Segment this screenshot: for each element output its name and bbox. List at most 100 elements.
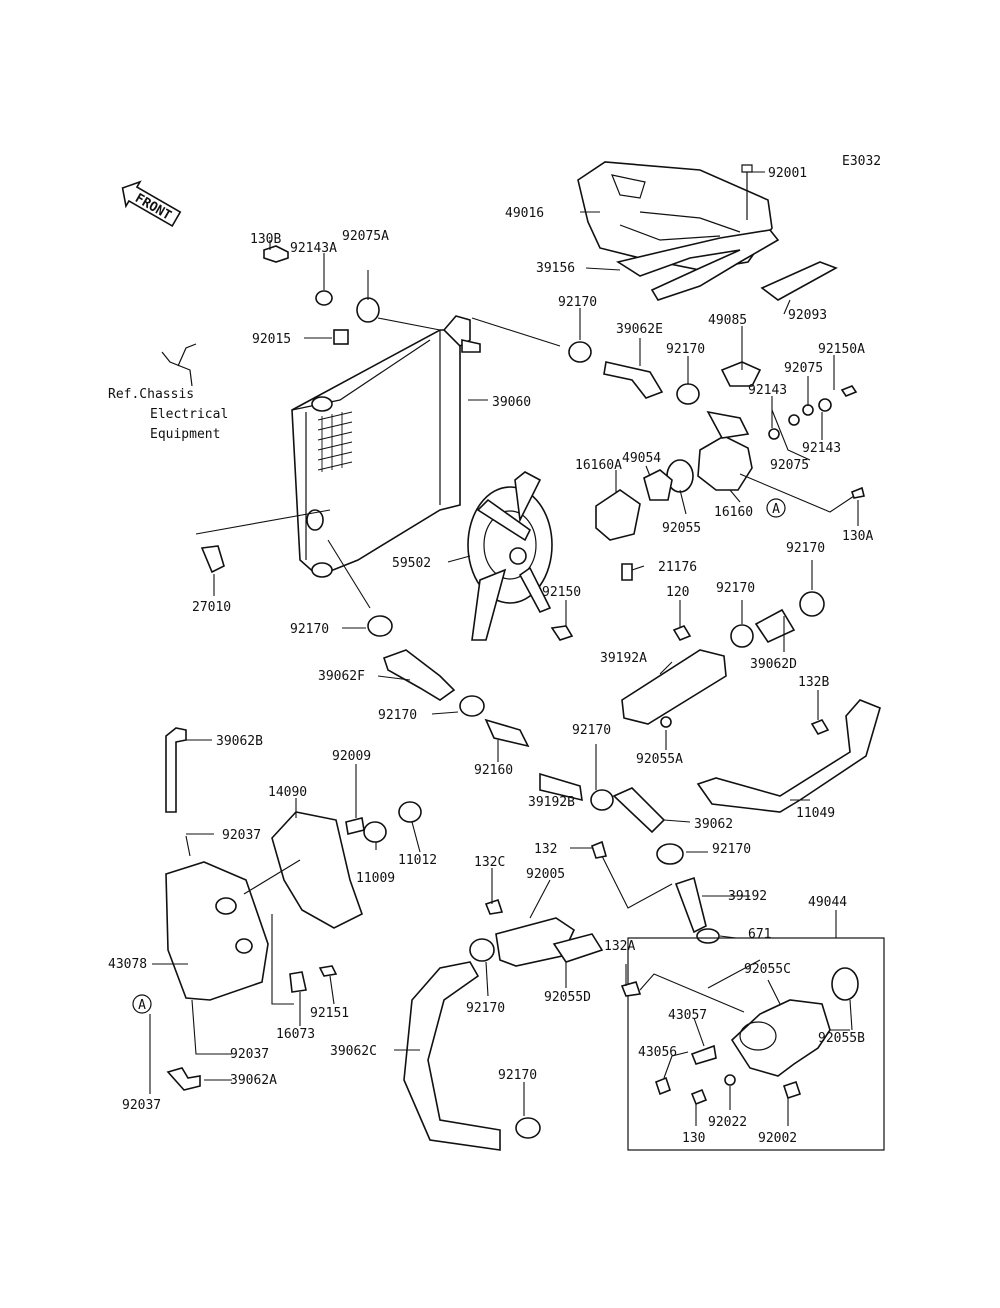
part-label: 92009 <box>332 749 371 764</box>
part-label: 92170 <box>378 708 417 723</box>
part-label: 92075A <box>342 229 389 244</box>
part-label: 132 <box>534 842 557 857</box>
pipe-39192 <box>674 876 707 934</box>
part-label: 49085 <box>708 313 747 328</box>
part-label: 130B <box>250 232 281 247</box>
ref-note-line-3: Equipment <box>150 427 220 442</box>
bolt-130 <box>690 1088 708 1106</box>
bolt-130B <box>263 245 289 263</box>
part-label: 92170 <box>290 622 329 637</box>
part-label: 92055D <box>544 990 591 1005</box>
grommet-92075A <box>356 297 380 323</box>
bolt-132 <box>591 840 608 859</box>
diagram-code: E3032 <box>842 154 881 169</box>
part-label: 43056 <box>638 1045 677 1060</box>
part-label: 11009 <box>356 871 395 886</box>
hose-39062E <box>603 361 664 399</box>
part-label: 92143 <box>802 441 841 456</box>
hose-39062A <box>166 1067 201 1091</box>
part-label: 92160 <box>474 763 513 778</box>
part-label: 27010 <box>192 600 231 615</box>
clamp-92170-c <box>367 615 393 637</box>
part-label: 16160A <box>575 458 622 473</box>
bracket-16073 <box>289 971 307 993</box>
part-label: 132B <box>798 675 829 690</box>
part-label: 92055A <box>636 752 683 767</box>
clamp-92170-g <box>590 789 614 811</box>
clamp-92170-i <box>469 938 495 962</box>
leader-lines <box>149 171 859 1126</box>
part-label: 132C <box>474 855 505 870</box>
callout-a-marker-left: A <box>132 994 152 1014</box>
part-label: 11049 <box>796 806 835 821</box>
clamp-92170-j <box>515 1117 541 1139</box>
clamp-92170-top <box>568 341 592 363</box>
part-label: 39062A <box>230 1073 277 1088</box>
gasket-39156 <box>615 229 780 301</box>
part-label: 59502 <box>392 556 431 571</box>
part-label: 92075 <box>784 361 823 376</box>
svg-text:A: A <box>138 998 146 1013</box>
svg-text:A: A <box>772 502 780 517</box>
part-label: 92093 <box>788 308 827 323</box>
cap-11012 <box>398 801 422 823</box>
part-label: 16073 <box>276 1027 315 1042</box>
o-ring-92055A <box>660 716 672 728</box>
part-label: 39062B <box>216 734 263 749</box>
part-label: 14090 <box>268 785 307 800</box>
part-label: 39192A <box>600 651 647 666</box>
water-pump-49044 <box>730 999 831 1077</box>
part-label: 92170 <box>666 342 705 357</box>
part-label: 92151 <box>310 1006 349 1021</box>
part-label: 39062C <box>330 1044 377 1059</box>
part-label: 92170 <box>466 1001 505 1016</box>
part-label: 92022 <box>708 1115 747 1130</box>
part-label: 11012 <box>398 853 437 868</box>
part-label: 39062 <box>694 817 733 832</box>
part-label: 92037 <box>230 1047 269 1062</box>
reservoir-43078 <box>165 861 269 1001</box>
bolt-92151 <box>318 965 338 977</box>
part-label: 92055C <box>744 962 791 977</box>
hose-39062C <box>403 961 501 1151</box>
part-label: 130A <box>842 529 873 544</box>
part-label: 49044 <box>808 895 847 910</box>
part-label: 49016 <box>505 206 544 221</box>
part-label: 92037 <box>222 828 261 843</box>
pipe-39192B <box>539 772 583 802</box>
part-label: 16160 <box>714 505 753 520</box>
part-label: 43078 <box>108 957 147 972</box>
fan-59502 <box>467 471 553 641</box>
part-label: 92170 <box>716 581 755 596</box>
water-pump-group-box <box>627 937 885 1151</box>
part-label: 39192 <box>728 889 767 904</box>
part-label: 92170 <box>712 842 751 857</box>
part-label: 21176 <box>658 560 697 575</box>
part-label: 132A <box>604 939 635 954</box>
switch-27010 <box>200 545 225 574</box>
cover-14090 <box>271 811 363 929</box>
pipe-92160 <box>484 718 530 748</box>
strip-92093 <box>760 261 838 301</box>
part-label: 92170 <box>498 1068 537 1083</box>
clamp-92170-e <box>799 591 825 617</box>
hose-39062B <box>165 727 187 813</box>
part-label: 92170 <box>572 723 611 738</box>
bolt-92009 <box>345 817 365 835</box>
part-label: 92170 <box>786 541 825 556</box>
part-labels: 92001 49016 39156 92093 130B 92143A 9207… <box>108 166 873 1146</box>
ref-note-line-2: Electrical <box>150 407 228 422</box>
bracket-11049 <box>696 699 881 813</box>
part-label: 39062F <box>318 669 365 684</box>
cap-49085 <box>720 361 762 387</box>
radiator-39060 <box>291 315 481 578</box>
part-label: 671 <box>748 927 771 942</box>
bolt-43056 <box>655 1076 671 1096</box>
o-ring-671 <box>696 928 720 944</box>
washer-92022 <box>724 1074 736 1086</box>
part-label: 39062E <box>616 322 663 337</box>
part-label: 92037 <box>122 1098 161 1113</box>
bolt-92002 <box>782 1080 802 1100</box>
clamp-92170-h <box>656 843 684 865</box>
bolt-132B <box>810 719 830 735</box>
